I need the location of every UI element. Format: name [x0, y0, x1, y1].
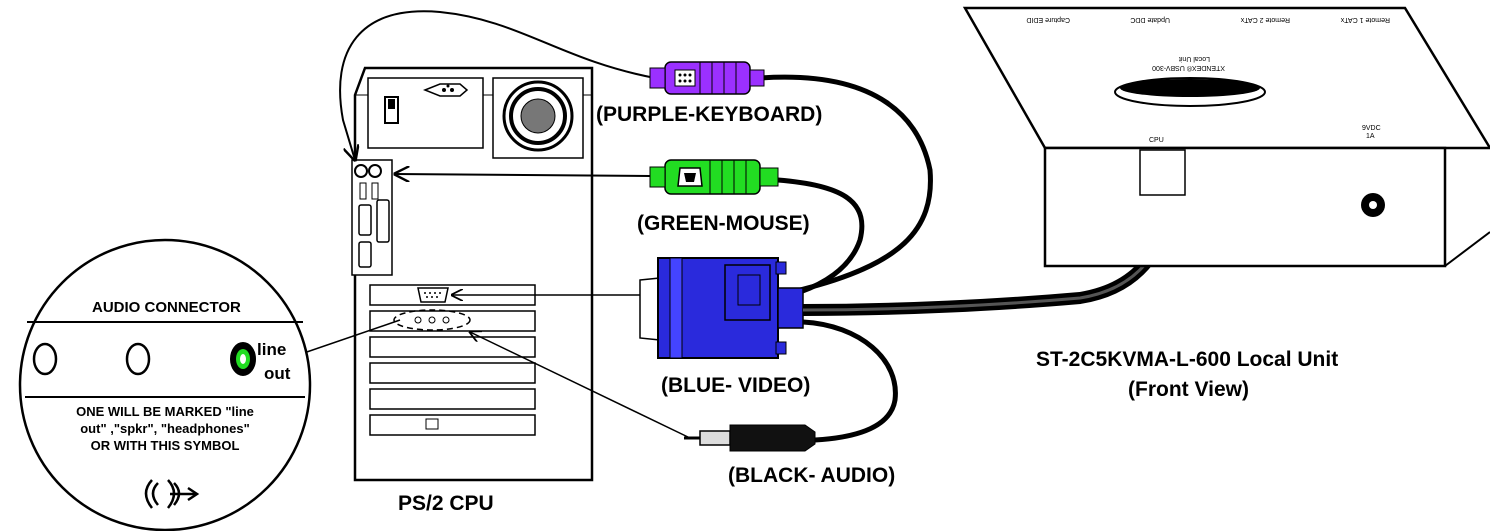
audio-cable — [470, 319, 898, 452]
mouse-label: (GREEN-MOUSE) — [637, 212, 810, 235]
line-out-label-2: out — [264, 364, 291, 383]
front-view-label: (Front View) — [1128, 378, 1249, 401]
video-cable — [452, 174, 1181, 359]
mouse-cable — [395, 159, 865, 295]
unit-brand: XTENDEX® USBV-300 — [1152, 64, 1225, 72]
audio-note-line-1: ONE WILL BE MARKED "line — [76, 404, 254, 419]
audio-inset-title: AUDIO CONNECTOR — [92, 299, 241, 316]
headphones-symbol-icon — [144, 479, 200, 509]
led-remote-1: Remote 1 CATx — [1340, 16, 1390, 23]
local-unit: XTENDEX® USBV-300 Local Unit Capture EDI… — [962, 6, 1490, 268]
led-capture-edid: Capture EDID — [1026, 16, 1070, 23]
keyboard-cable — [339, 10, 933, 293]
audio-label: (BLACK- AUDIO) — [728, 464, 896, 487]
line-out-label-1: line — [257, 340, 287, 359]
led-remote-2: Remote 2 CATx — [1240, 16, 1290, 23]
power-port-label-2: 1A — [1366, 133, 1375, 140]
audio-note-line-2: out" ,"spkr", "headphones" — [80, 421, 250, 436]
audio-inset — [18, 238, 401, 531]
power-port-label-1: 9VDC — [1362, 125, 1381, 132]
led-update-ddc: Update DDC — [1130, 16, 1170, 23]
cpu-port-label: CPU — [1149, 137, 1164, 144]
pc-tower — [351, 66, 594, 482]
local-unit-label: ST-2C5KVMA-L-600 Local Unit — [1036, 348, 1339, 371]
audio-note-line-3: OR WITH THIS SYMBOL — [90, 438, 240, 453]
keyboard-label: (PURPLE-KEYBOARD) — [596, 103, 823, 126]
cpu-label: PS/2 CPU — [398, 492, 494, 515]
video-label: (BLUE- VIDEO) — [661, 374, 811, 397]
unit-model: Local Unit — [1179, 55, 1210, 62]
